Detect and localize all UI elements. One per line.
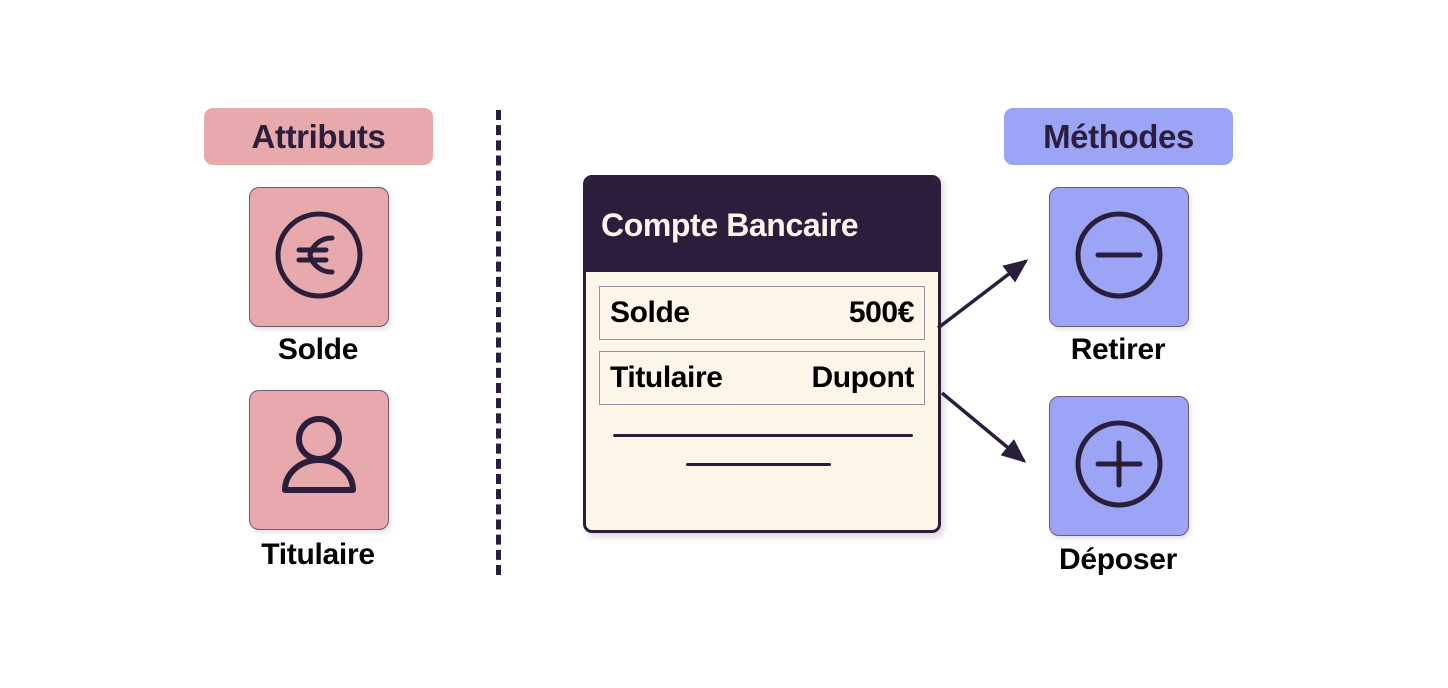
person-icon [269, 408, 369, 513]
plus-circle-icon [1069, 414, 1169, 519]
attribute-tile-titulaire[interactable] [249, 390, 389, 530]
field-key-solde: Solde [610, 296, 690, 329]
card-field-row-titulaire: Titulaire Dupont [599, 351, 925, 405]
arrow-solde-to-retirer [936, 259, 1029, 330]
vertical-dashed-divider [496, 110, 501, 575]
arrow-titulaire-to-deposer [940, 391, 1027, 463]
decorative-line-long [613, 434, 913, 437]
euro-circle-icon [269, 205, 369, 310]
card-field-row-solde: Solde 500€ [599, 286, 925, 340]
method-tile-deposer[interactable] [1049, 396, 1189, 536]
card-title: Compte Bancaire [601, 206, 859, 243]
method-label-deposer: Déposer [1059, 543, 1177, 576]
bank-account-card: Compte Bancaire Solde 500€ Titulaire Dup… [583, 175, 941, 533]
field-value-titulaire: Dupont [811, 361, 914, 394]
field-key-titulaire: Titulaire [610, 361, 723, 394]
minus-circle-icon [1069, 205, 1169, 310]
method-tile-retirer[interactable] [1049, 187, 1189, 327]
attribute-label-solde: Solde [277, 333, 359, 366]
method-label-retirer: Retirer [1070, 333, 1166, 366]
section-badge-methodes: Méthodes [1004, 108, 1233, 165]
decorative-line-short [686, 463, 831, 466]
attribute-tile-solde[interactable] [249, 187, 389, 327]
attribute-label-titulaire: Titulaire [261, 538, 375, 571]
field-value-solde: 500€ [848, 296, 915, 329]
section-badge-attributs: Attributs [204, 108, 433, 165]
card-header: Compte Bancaire [586, 178, 938, 272]
card-body: Solde 500€ Titulaire Dupont [586, 272, 938, 466]
